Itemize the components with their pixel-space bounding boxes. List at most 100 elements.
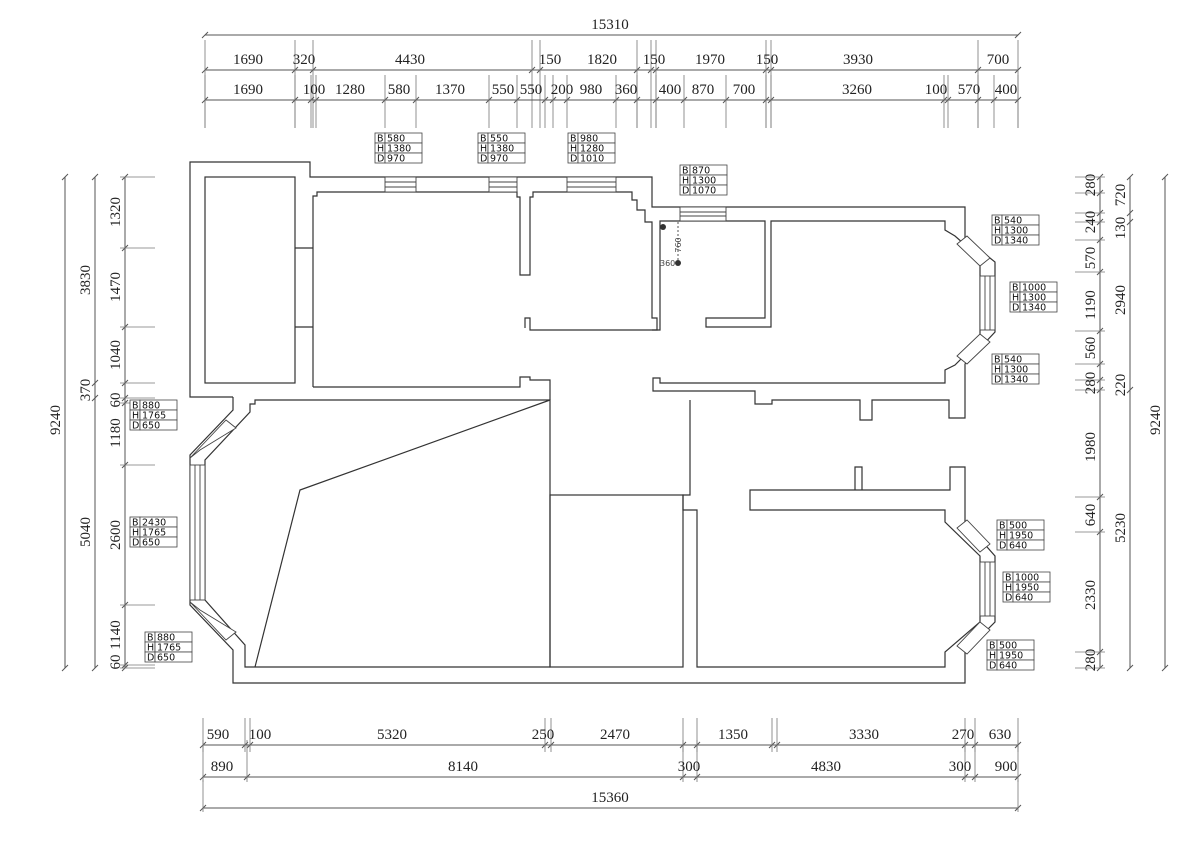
tag-label: D [480,154,487,165]
tag-label: B [994,216,1001,227]
tag-cell [487,152,526,164]
dimension-label: 15360 [591,790,629,806]
dimension-label: 1980 [1083,432,1099,462]
dimension-label: 1690 [233,82,263,98]
window [566,176,617,193]
exterior-wall-lower [189,397,996,684]
tag-label: B [147,633,154,644]
dimension-label: 150 [539,52,562,68]
tag-value-b: 1000 [1015,573,1039,584]
dimension-label: 630 [989,727,1012,743]
dimension-label: 4430 [395,52,425,68]
tag-value-b: 540 [1004,216,1022,227]
tag-value-b: 500 [999,641,1017,652]
dimension-label: 4830 [811,759,841,775]
tag-value-d: 1010 [580,154,604,165]
dimension-label: 570 [1083,247,1099,270]
window [979,275,996,331]
tag-label: D [132,421,139,432]
tag-label: H [132,411,139,422]
tag-label: D [570,154,577,165]
dimension-label: 280 [1083,174,1099,197]
tag-value-h: 1280 [580,144,604,155]
tag-label: H [1005,583,1012,594]
dimension-label: 5230 [1113,513,1129,543]
window [956,235,991,365]
dimension-label: 3830 [78,265,94,295]
living-room-wall [312,191,658,400]
dimension-label: 870 [692,82,715,98]
tag-value-b: 980 [580,134,598,145]
dimension-label: 8140 [448,759,478,775]
tag-label: H [1012,293,1019,304]
tag-value-h: 1765 [142,528,166,539]
dimension-label: 100 [925,82,948,98]
dim-tick [201,31,209,39]
dimension-label: 550 [492,82,515,98]
window [189,419,237,641]
tag-value-d: 650 [157,653,175,664]
dimension-label: 300 [678,759,701,775]
dimension-label: 580 [388,82,411,98]
tag-label: D [999,541,1006,552]
tag-label: B [989,641,996,652]
dimension-label: 550 [520,82,543,98]
pipe-markers: 760 360 [660,222,683,268]
dimension-label: 5040 [78,517,94,547]
dimension-label: 1040 [108,340,124,370]
dimension-label: 370 [78,379,94,402]
tag-label: D [132,538,139,549]
tag-label: D [989,661,996,672]
dimension-label: 15310 [591,17,629,33]
tag-cell [384,152,423,164]
tag-value-d: 640 [1009,541,1027,552]
dimension-label: 2330 [1083,580,1099,610]
tag-label: B [132,401,139,412]
tag-value-h: 1765 [157,643,181,654]
tag-value-h: 1950 [999,651,1023,662]
tag-label: H [570,144,577,155]
dim-tick [91,173,99,181]
pipe-icon [675,260,681,266]
tag-value-d: 970 [490,154,508,165]
dimension-label: 900 [995,759,1018,775]
tag-label: B [377,134,384,145]
tag-value-h: 1300 [1022,293,1046,304]
tag-value-d: 650 [142,538,160,549]
diagonal-line [254,399,551,668]
tag-label: H [989,651,996,662]
lower-left-room-wall [204,399,551,668]
tag-value-h: 1300 [692,176,716,187]
room-small [549,494,684,668]
tag-cell [154,651,193,663]
dimension-label: 1690 [233,52,263,68]
tag-cell [1019,301,1058,313]
dim-tick [61,173,69,181]
tag-label: D [682,186,689,197]
walls [189,161,996,684]
dimension-label: 560 [1083,337,1099,360]
dimension-label: 9240 [48,405,64,435]
dimension-label: 130 [1113,217,1129,240]
dimension-label: 1970 [695,52,725,68]
dimension-label: 240 [1083,211,1099,234]
tag-label: H [147,643,154,654]
tag-label: B [132,518,139,529]
dimension-label: 150 [643,52,666,68]
tag-value-b: 550 [490,134,508,145]
dimension-label: 700 [987,52,1010,68]
dim-tick [1126,218,1134,226]
tag-value-b: 870 [692,166,710,177]
tag-value-h: 1380 [490,144,514,155]
dimension-label: 980 [580,82,603,98]
dimension-label: 9240 [1148,405,1164,435]
dim-tick [1126,664,1134,672]
tag-label: H [682,176,689,187]
tag-label: H [377,144,384,155]
